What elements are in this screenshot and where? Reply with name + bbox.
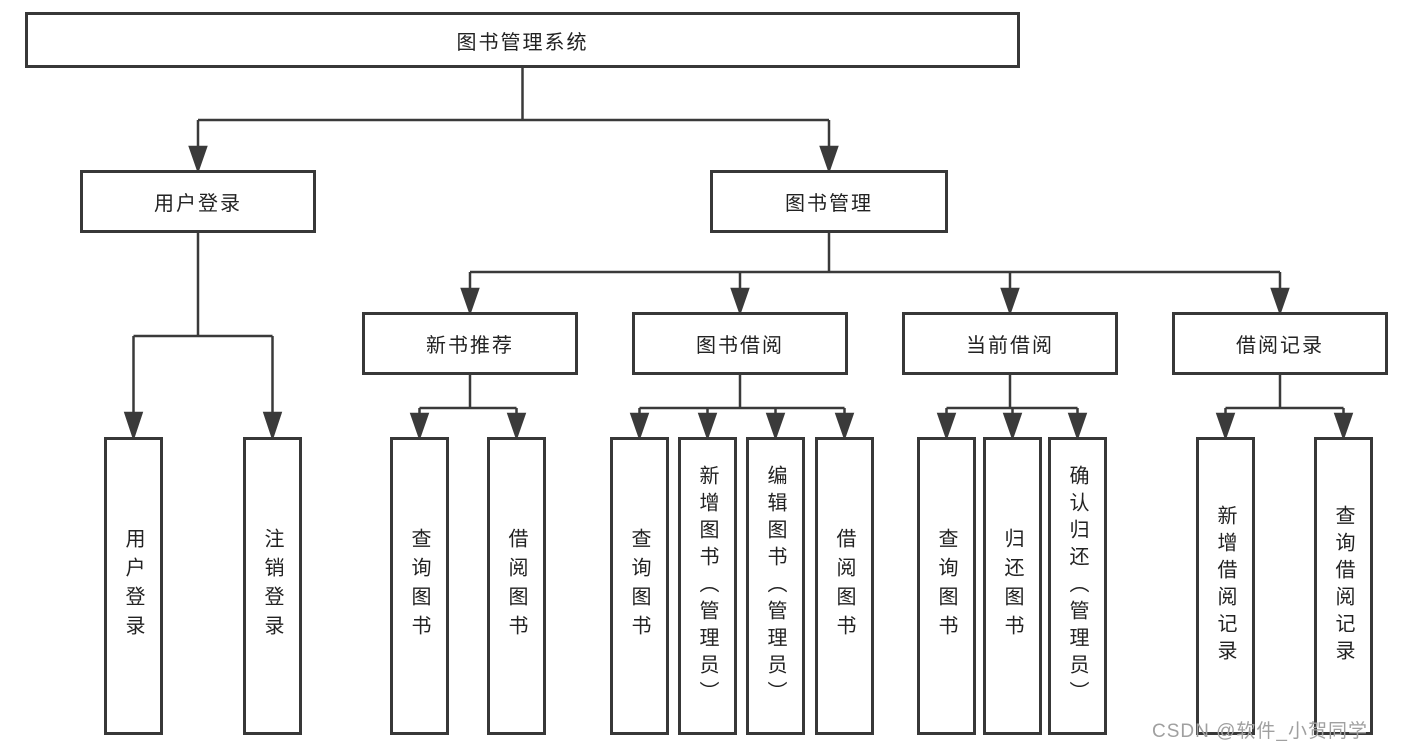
node-user-login-branch: 用户登录 xyxy=(80,170,316,233)
arrow-down-icon xyxy=(765,412,786,441)
leaf-label: 确认归还（管理员） xyxy=(1066,464,1088,708)
arrow-down-icon xyxy=(1215,412,1236,441)
connector-new-book-to-leaves xyxy=(409,375,527,441)
node-book-management: 图书管理 xyxy=(710,170,948,233)
leaf-add-books-admin: 新增图书（管理员） xyxy=(678,437,737,735)
leaf-label: 查询借阅记录 xyxy=(1332,505,1354,667)
leaf-borrow-books: 借阅图书 xyxy=(815,437,874,735)
node-label: 用户登录 xyxy=(154,193,242,215)
connector-user-login-to-leaves xyxy=(123,233,283,441)
node-library-system: 图书管理系统 xyxy=(25,12,1020,68)
arrow-down-icon xyxy=(188,145,208,174)
leaf-confirm-return-admin: 确认归还（管理员） xyxy=(1048,437,1107,735)
leaf-label: 注销登录 xyxy=(261,528,283,644)
arrow-down-icon xyxy=(819,145,839,174)
arrow-down-icon xyxy=(460,287,480,316)
leaf-query-borrow-record: 查询借阅记录 xyxy=(1314,437,1373,735)
leaf-label: 新增借阅记录 xyxy=(1214,505,1236,667)
connector-records-to-leaves xyxy=(1215,375,1354,441)
leaf-return-books: 归还图书 xyxy=(983,437,1042,735)
arrow-down-icon xyxy=(936,412,957,441)
leaf-label: 查询图书 xyxy=(408,528,430,644)
node-label: 图书管理 xyxy=(785,193,873,215)
node-current-borrowing: 当前借阅 xyxy=(902,312,1118,375)
arrow-down-icon xyxy=(1067,412,1088,441)
connector-root-to-level2 xyxy=(188,68,839,174)
leaf-add-borrow-record: 新增借阅记录 xyxy=(1196,437,1255,735)
arrow-down-icon xyxy=(262,411,283,441)
leaf-label: 查询图书 xyxy=(628,528,650,644)
arrow-down-icon xyxy=(1333,412,1354,441)
leaf-user-login: 用户登录 xyxy=(104,437,163,735)
arrow-down-icon xyxy=(1000,287,1020,316)
arrow-down-icon xyxy=(409,412,430,441)
arrow-down-icon xyxy=(697,412,718,441)
leaf-label: 新增图书（管理员） xyxy=(696,464,718,708)
leaf-edit-books-admin: 编辑图书（管理员） xyxy=(746,437,805,735)
arrow-down-icon xyxy=(834,412,855,441)
connector-book-mgmt-to-level3 xyxy=(460,233,1290,316)
leaf-label: 查询图书 xyxy=(935,528,957,644)
leaf-query-books-current: 查询图书 xyxy=(917,437,976,735)
node-label: 新书推荐 xyxy=(426,335,514,357)
leaf-label: 借阅图书 xyxy=(833,528,855,644)
arrow-down-icon xyxy=(123,411,144,441)
leaf-borrow-books-recommend: 借阅图书 xyxy=(487,437,546,735)
leaf-logout: 注销登录 xyxy=(243,437,302,735)
arrow-down-icon xyxy=(1270,287,1290,316)
node-label: 图书管理系统 xyxy=(456,31,589,54)
csdn-watermark: CSDN @软件_小贺同学 xyxy=(1152,721,1368,742)
leaf-label: 归还图书 xyxy=(1001,528,1023,644)
leaf-query-books-recommend: 查询图书 xyxy=(390,437,449,735)
node-book-borrowing: 图书借阅 xyxy=(632,312,848,375)
leaf-label: 借阅图书 xyxy=(505,528,527,644)
node-label: 当前借阅 xyxy=(966,335,1054,357)
node-label: 借阅记录 xyxy=(1236,335,1324,357)
arrow-down-icon xyxy=(506,412,527,441)
leaf-label: 编辑图书（管理员） xyxy=(764,464,786,708)
node-label: 图书借阅 xyxy=(696,335,784,357)
arrow-down-icon xyxy=(730,287,750,316)
node-new-book-recommend: 新书推荐 xyxy=(362,312,578,375)
arrow-down-icon xyxy=(1002,412,1023,441)
leaf-label: 用户登录 xyxy=(122,528,144,644)
connector-current-borrow-to-leaves xyxy=(936,375,1088,441)
leaf-query-books-borrow: 查询图书 xyxy=(610,437,669,735)
node-borrowing-records: 借阅记录 xyxy=(1172,312,1388,375)
connector-book-borrow-to-leaves xyxy=(629,375,855,441)
arrow-down-icon xyxy=(629,412,650,441)
